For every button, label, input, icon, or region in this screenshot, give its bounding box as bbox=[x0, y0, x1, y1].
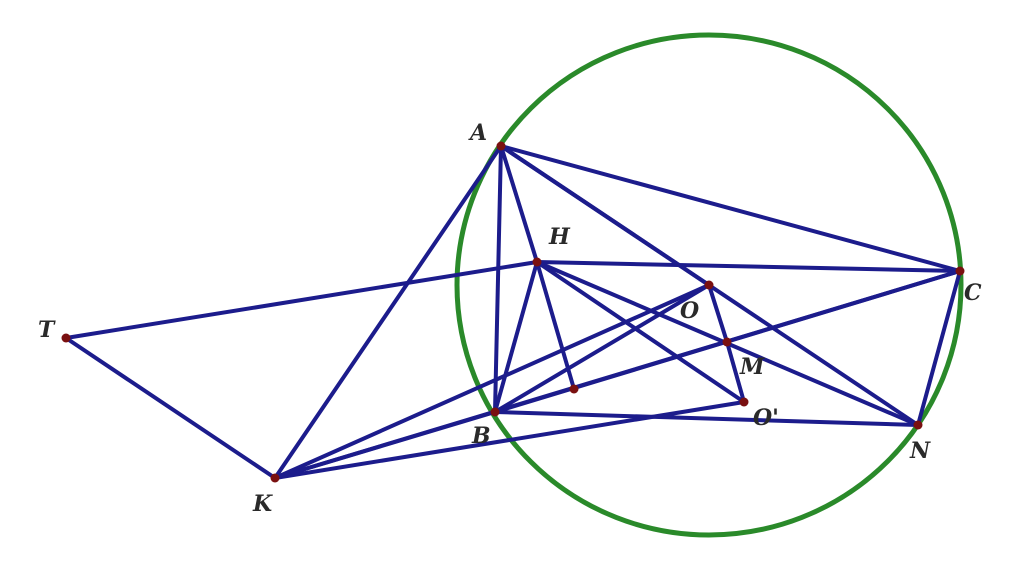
label-n: N bbox=[909, 438, 931, 464]
points bbox=[61, 141, 965, 483]
label-c: C bbox=[964, 280, 982, 306]
segments bbox=[64, 144, 962, 480]
point-b bbox=[490, 407, 500, 417]
label-a: A bbox=[468, 120, 487, 146]
labels: A H C O M O' B N T K bbox=[38, 120, 982, 517]
point-o-prime bbox=[739, 397, 749, 407]
segment-t-k bbox=[64, 336, 277, 480]
point-a bbox=[496, 141, 506, 151]
segment-a-b bbox=[493, 144, 503, 414]
label-h: H bbox=[548, 224, 571, 250]
segment-a-c bbox=[499, 144, 962, 273]
label-o: O bbox=[680, 298, 699, 324]
segment-k-o-prime bbox=[273, 400, 746, 480]
segment-m-o-prime bbox=[725, 340, 746, 404]
segment-h-c bbox=[535, 260, 962, 273]
label-k: K bbox=[252, 491, 273, 517]
segment-o-k bbox=[273, 283, 711, 480]
point-foot bbox=[569, 384, 579, 394]
point-o bbox=[704, 280, 714, 290]
label-m: M bbox=[739, 354, 765, 380]
point-n bbox=[913, 420, 923, 430]
segment-o-b bbox=[493, 283, 711, 414]
point-k bbox=[270, 473, 280, 483]
segment-h-b bbox=[493, 260, 539, 414]
segment-o-m bbox=[707, 283, 729, 344]
segment-b-n bbox=[493, 410, 920, 427]
segment-a-k bbox=[273, 144, 503, 480]
point-c bbox=[955, 266, 965, 276]
segment-a-h bbox=[499, 144, 539, 264]
point-t bbox=[61, 333, 71, 343]
label-o-prime: O' bbox=[753, 405, 779, 431]
segment-h-t bbox=[64, 260, 539, 340]
label-t: T bbox=[38, 317, 56, 343]
point-h bbox=[532, 257, 542, 267]
segment-k-b bbox=[273, 410, 497, 480]
circumcircle bbox=[454, 32, 964, 538]
segment-c-n bbox=[916, 269, 962, 427]
label-b: B bbox=[471, 423, 491, 449]
point-m bbox=[722, 337, 732, 347]
segment-h-o-prime bbox=[535, 260, 746, 404]
